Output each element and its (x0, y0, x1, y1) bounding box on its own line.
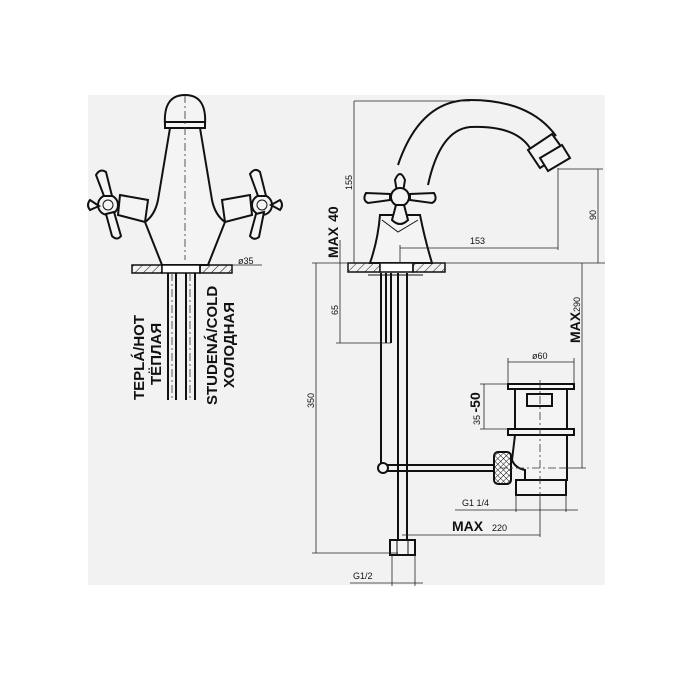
reach-dimension: 153 (470, 236, 485, 246)
supply-hoses (167, 273, 196, 400)
dimension-lines (312, 100, 605, 586)
hole-diameter-label: ø35 (238, 256, 254, 266)
cold-handle-icon (220, 168, 283, 240)
supply-nut (389, 539, 416, 556)
hot-handle-icon (87, 169, 150, 240)
tap-body (368, 214, 434, 264)
deck-max-label: MAX (325, 226, 341, 258)
deck-plate (347, 262, 446, 276)
supply-pipes (380, 273, 416, 556)
waste-max-dimension: 290 (572, 297, 582, 312)
waste-range-max: -50 (467, 392, 483, 412)
waste-valve (500, 380, 575, 500)
supply-thread-dimension: G1/2 (353, 571, 373, 581)
side-view: 155 153 90 MAX 40 65 350 MAX 290 ø60 35 -… (306, 98, 605, 586)
waste-range-min: 35 (472, 412, 482, 425)
handle-icon (363, 173, 437, 233)
hose-length-dimension: 65 (330, 305, 340, 315)
front-view: ø35 TEPLÁ/HOT ТЁПЛАЯ STUDENÁ/COLD ХОЛОДН… (87, 93, 283, 405)
waste-diameter-dimension: ø60 (532, 351, 548, 361)
hot-label: TEPLÁ/HOT (131, 315, 148, 400)
deck-max-dimension: 40 (325, 206, 341, 222)
svg-text:MAX40: MAX 40 (325, 206, 341, 258)
spout (397, 98, 572, 186)
outlet-height-dimension: 90 (588, 210, 598, 220)
deck-plate (131, 264, 262, 274)
svg-text:35 -50: 35 -50 (467, 392, 483, 425)
rod-max-dimension: 220 (492, 523, 507, 533)
waste-max-label: MAX (567, 311, 583, 343)
waste-thread-dimension: G1 1/4 (462, 498, 489, 508)
total-length-dimension: 350 (306, 393, 316, 408)
cold-label: STUDENÁ/COLD (204, 286, 221, 405)
rod-max-label: MAX (452, 518, 484, 534)
height-dimension: 155 (344, 175, 354, 190)
cold-label-ru: ХОЛОДНАЯ (221, 302, 238, 388)
hot-label-ru: ТЁПЛАЯ (148, 323, 165, 385)
